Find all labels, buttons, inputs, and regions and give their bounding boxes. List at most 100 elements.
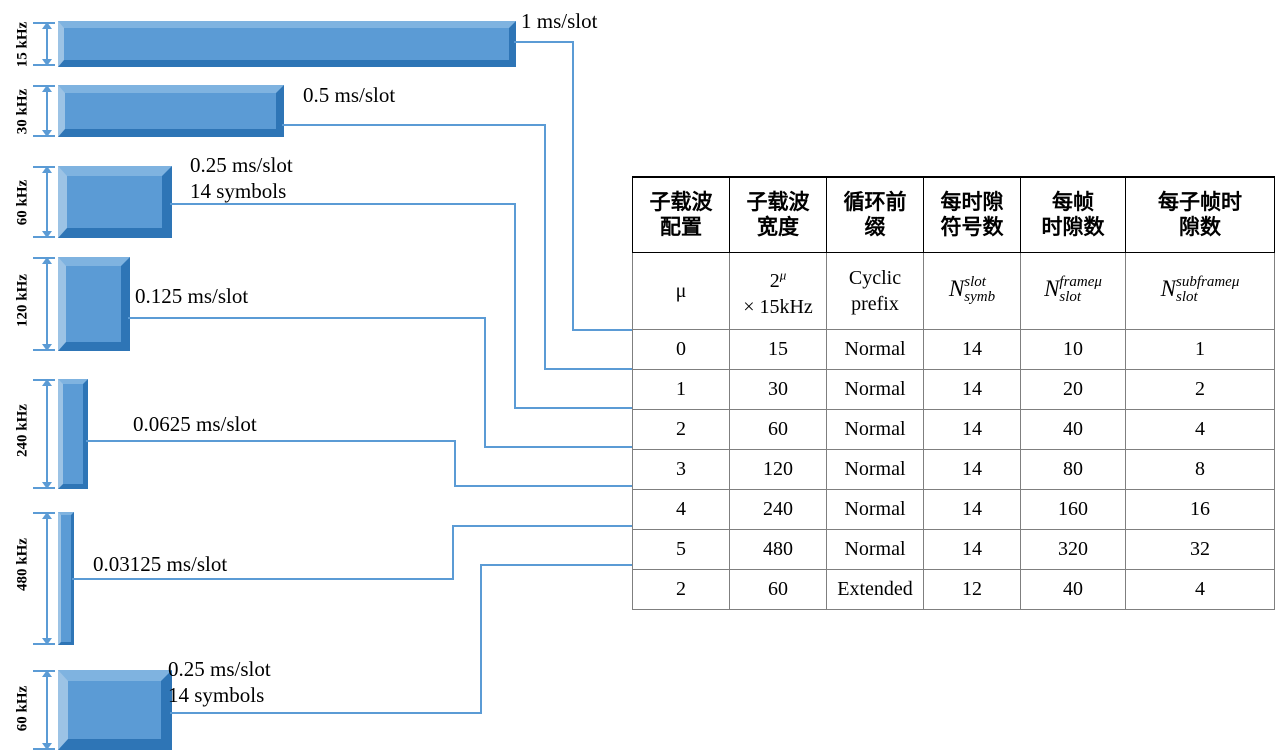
scs-label-60khz: 60 kHz xyxy=(14,179,31,226)
slot-duration-label-120khz: 0.125 ms/slot xyxy=(135,284,249,308)
symbols-label-60khz: 14 symbols xyxy=(190,179,287,203)
dimension-arrow-60khz-extended xyxy=(33,670,58,750)
cell-slots-frame: 160 xyxy=(1020,489,1126,530)
connector-480khz-h1 xyxy=(72,578,454,580)
dimension-arrow-15khz xyxy=(33,22,58,66)
connector-60khz-h2 xyxy=(514,407,632,409)
cell-symbols: 14 xyxy=(923,329,1021,370)
cell-cp: Normal xyxy=(826,449,924,490)
nsubframe-base: N xyxy=(1160,275,1176,301)
dimension-arrow-240khz xyxy=(33,379,58,489)
cell-slots-subframe: 32 xyxy=(1125,529,1275,570)
cell-cp: Normal xyxy=(826,369,924,410)
cp-line-1: Cyclic xyxy=(848,267,902,289)
connector-240khz-v xyxy=(454,440,456,486)
cell-scs: 30 xyxy=(729,369,827,410)
cell-slots-subframe: 1 xyxy=(1125,329,1275,370)
connector-60khz-ext-h1 xyxy=(170,712,482,714)
dimension-arrow-120khz xyxy=(33,257,58,351)
cell-scs: 60 xyxy=(729,569,827,610)
connector-15khz-h1 xyxy=(514,41,574,43)
scs-label-15khz: 15 kHz xyxy=(14,21,31,68)
cell-slots-subframe: 4 xyxy=(1125,569,1275,610)
cell-mu: 5 xyxy=(632,529,730,570)
slot-duration-label-60khz-extended: 0.25 ms/slot xyxy=(168,657,271,681)
slot-bar-60khz xyxy=(58,166,172,238)
scs-label-240khz: 240 kHz xyxy=(14,404,31,457)
scs-expr-power: 2μ xyxy=(769,267,787,292)
slot-duration-label-15khz: 1 ms/slot xyxy=(521,9,598,33)
cell-scs: 480 xyxy=(729,529,827,570)
cell-cp: Normal xyxy=(826,529,924,570)
cell-symbols: 14 xyxy=(923,369,1021,410)
numerology-table: 子载波 配置 子载波 宽度 循环前 缀 每时隙 符号数 每帧 时隙数 每子帧时 … xyxy=(632,176,1275,610)
header-cell-scs-config: 子载波 配置 xyxy=(632,176,730,253)
nsubframe-sub: slot xyxy=(1175,289,1198,305)
connector-240khz-h2 xyxy=(454,485,632,487)
cell-slots-frame: 20 xyxy=(1020,369,1126,410)
cell-scs: 120 xyxy=(729,449,827,490)
cell-slots-subframe: 4 xyxy=(1125,409,1275,450)
cell-slots-frame: 40 xyxy=(1020,409,1126,450)
table-row: 2 60 Normal 14 40 4 xyxy=(632,409,1275,450)
symbol-cell-mu: μ xyxy=(632,252,730,330)
connector-60khz-ext-h2 xyxy=(480,564,632,566)
nsubframe-sup: subframeμ xyxy=(1175,273,1240,290)
cell-symbols: 14 xyxy=(923,489,1021,530)
table-header-row: 子载波 配置 子载波 宽度 循环前 缀 每时隙 符号数 每帧 时隙数 每子帧时 … xyxy=(632,176,1275,253)
symbol-cell-cyclic-prefix: Cyclic prefix xyxy=(826,252,924,330)
slot-bar-120khz xyxy=(58,257,130,351)
nsymb-base: N xyxy=(948,275,965,301)
slot-bar-15khz xyxy=(58,21,516,67)
header-cell-symbols-per-slot: 每时隙 符号数 xyxy=(923,176,1021,253)
slot-duration-label-30khz: 0.5 ms/slot xyxy=(303,83,396,107)
header-cell-cyclic-prefix: 循环前 缀 xyxy=(826,176,924,253)
cell-mu: 2 xyxy=(632,569,730,610)
connector-240khz-h1 xyxy=(86,440,456,442)
slot-duration-label-240khz: 0.0625 ms/slot xyxy=(133,412,257,436)
cell-scs: 60 xyxy=(729,409,827,450)
connector-480khz-v xyxy=(452,525,454,580)
cell-slots-frame: 10 xyxy=(1020,329,1126,370)
table-row: 1 30 Normal 14 20 2 xyxy=(632,369,1275,410)
slot-duration-label-480khz: 0.03125 ms/slot xyxy=(93,552,228,576)
cell-mu: 4 xyxy=(632,489,730,530)
connector-60khz-v xyxy=(514,203,516,409)
cell-symbols: 14 xyxy=(923,449,1021,490)
scs-label-30khz: 30 kHz xyxy=(14,88,31,135)
connector-120khz-v xyxy=(484,317,486,447)
dimension-arrow-480khz xyxy=(33,512,58,645)
nframe-sup: frameμ xyxy=(1059,273,1102,290)
nframe-sub: slot xyxy=(1059,289,1082,305)
slot-duration-label-60khz: 0.25 ms/slot xyxy=(190,153,293,177)
nframe-base: N xyxy=(1044,275,1060,301)
cell-symbols: 14 xyxy=(923,409,1021,450)
cell-symbols: 12 xyxy=(923,569,1021,610)
scs-label-60khz-extended: 60 kHz xyxy=(14,685,31,732)
connector-60khz-h1 xyxy=(170,203,516,205)
table-row: 3 120 Normal 14 80 8 xyxy=(632,449,1275,490)
connector-120khz-h1 xyxy=(128,317,486,319)
cell-slots-subframe: 16 xyxy=(1125,489,1275,530)
scs-label-120khz: 120 kHz xyxy=(14,274,31,327)
scs-expr-mult: × 15kHz xyxy=(743,295,813,318)
header-cell-scs-width: 子载波 宽度 xyxy=(729,176,827,253)
cell-cp: Extended xyxy=(826,569,924,610)
cell-mu: 2 xyxy=(632,409,730,450)
cp-line-2: prefix xyxy=(851,293,899,315)
cell-slots-subframe: 8 xyxy=(1125,449,1275,490)
dimension-arrow-60khz xyxy=(33,166,58,238)
cell-slots-subframe: 2 xyxy=(1125,369,1275,410)
table-row: 2 60 Extended 12 40 4 xyxy=(632,569,1275,610)
slot-bar-240khz xyxy=(58,379,88,489)
cell-cp: Normal xyxy=(826,489,924,530)
cell-slots-frame: 80 xyxy=(1020,449,1126,490)
cell-mu: 0 xyxy=(632,329,730,370)
header-cell-slots-per-subframe: 每子帧时 隙数 xyxy=(1125,176,1275,253)
cell-symbols: 14 xyxy=(923,529,1021,570)
